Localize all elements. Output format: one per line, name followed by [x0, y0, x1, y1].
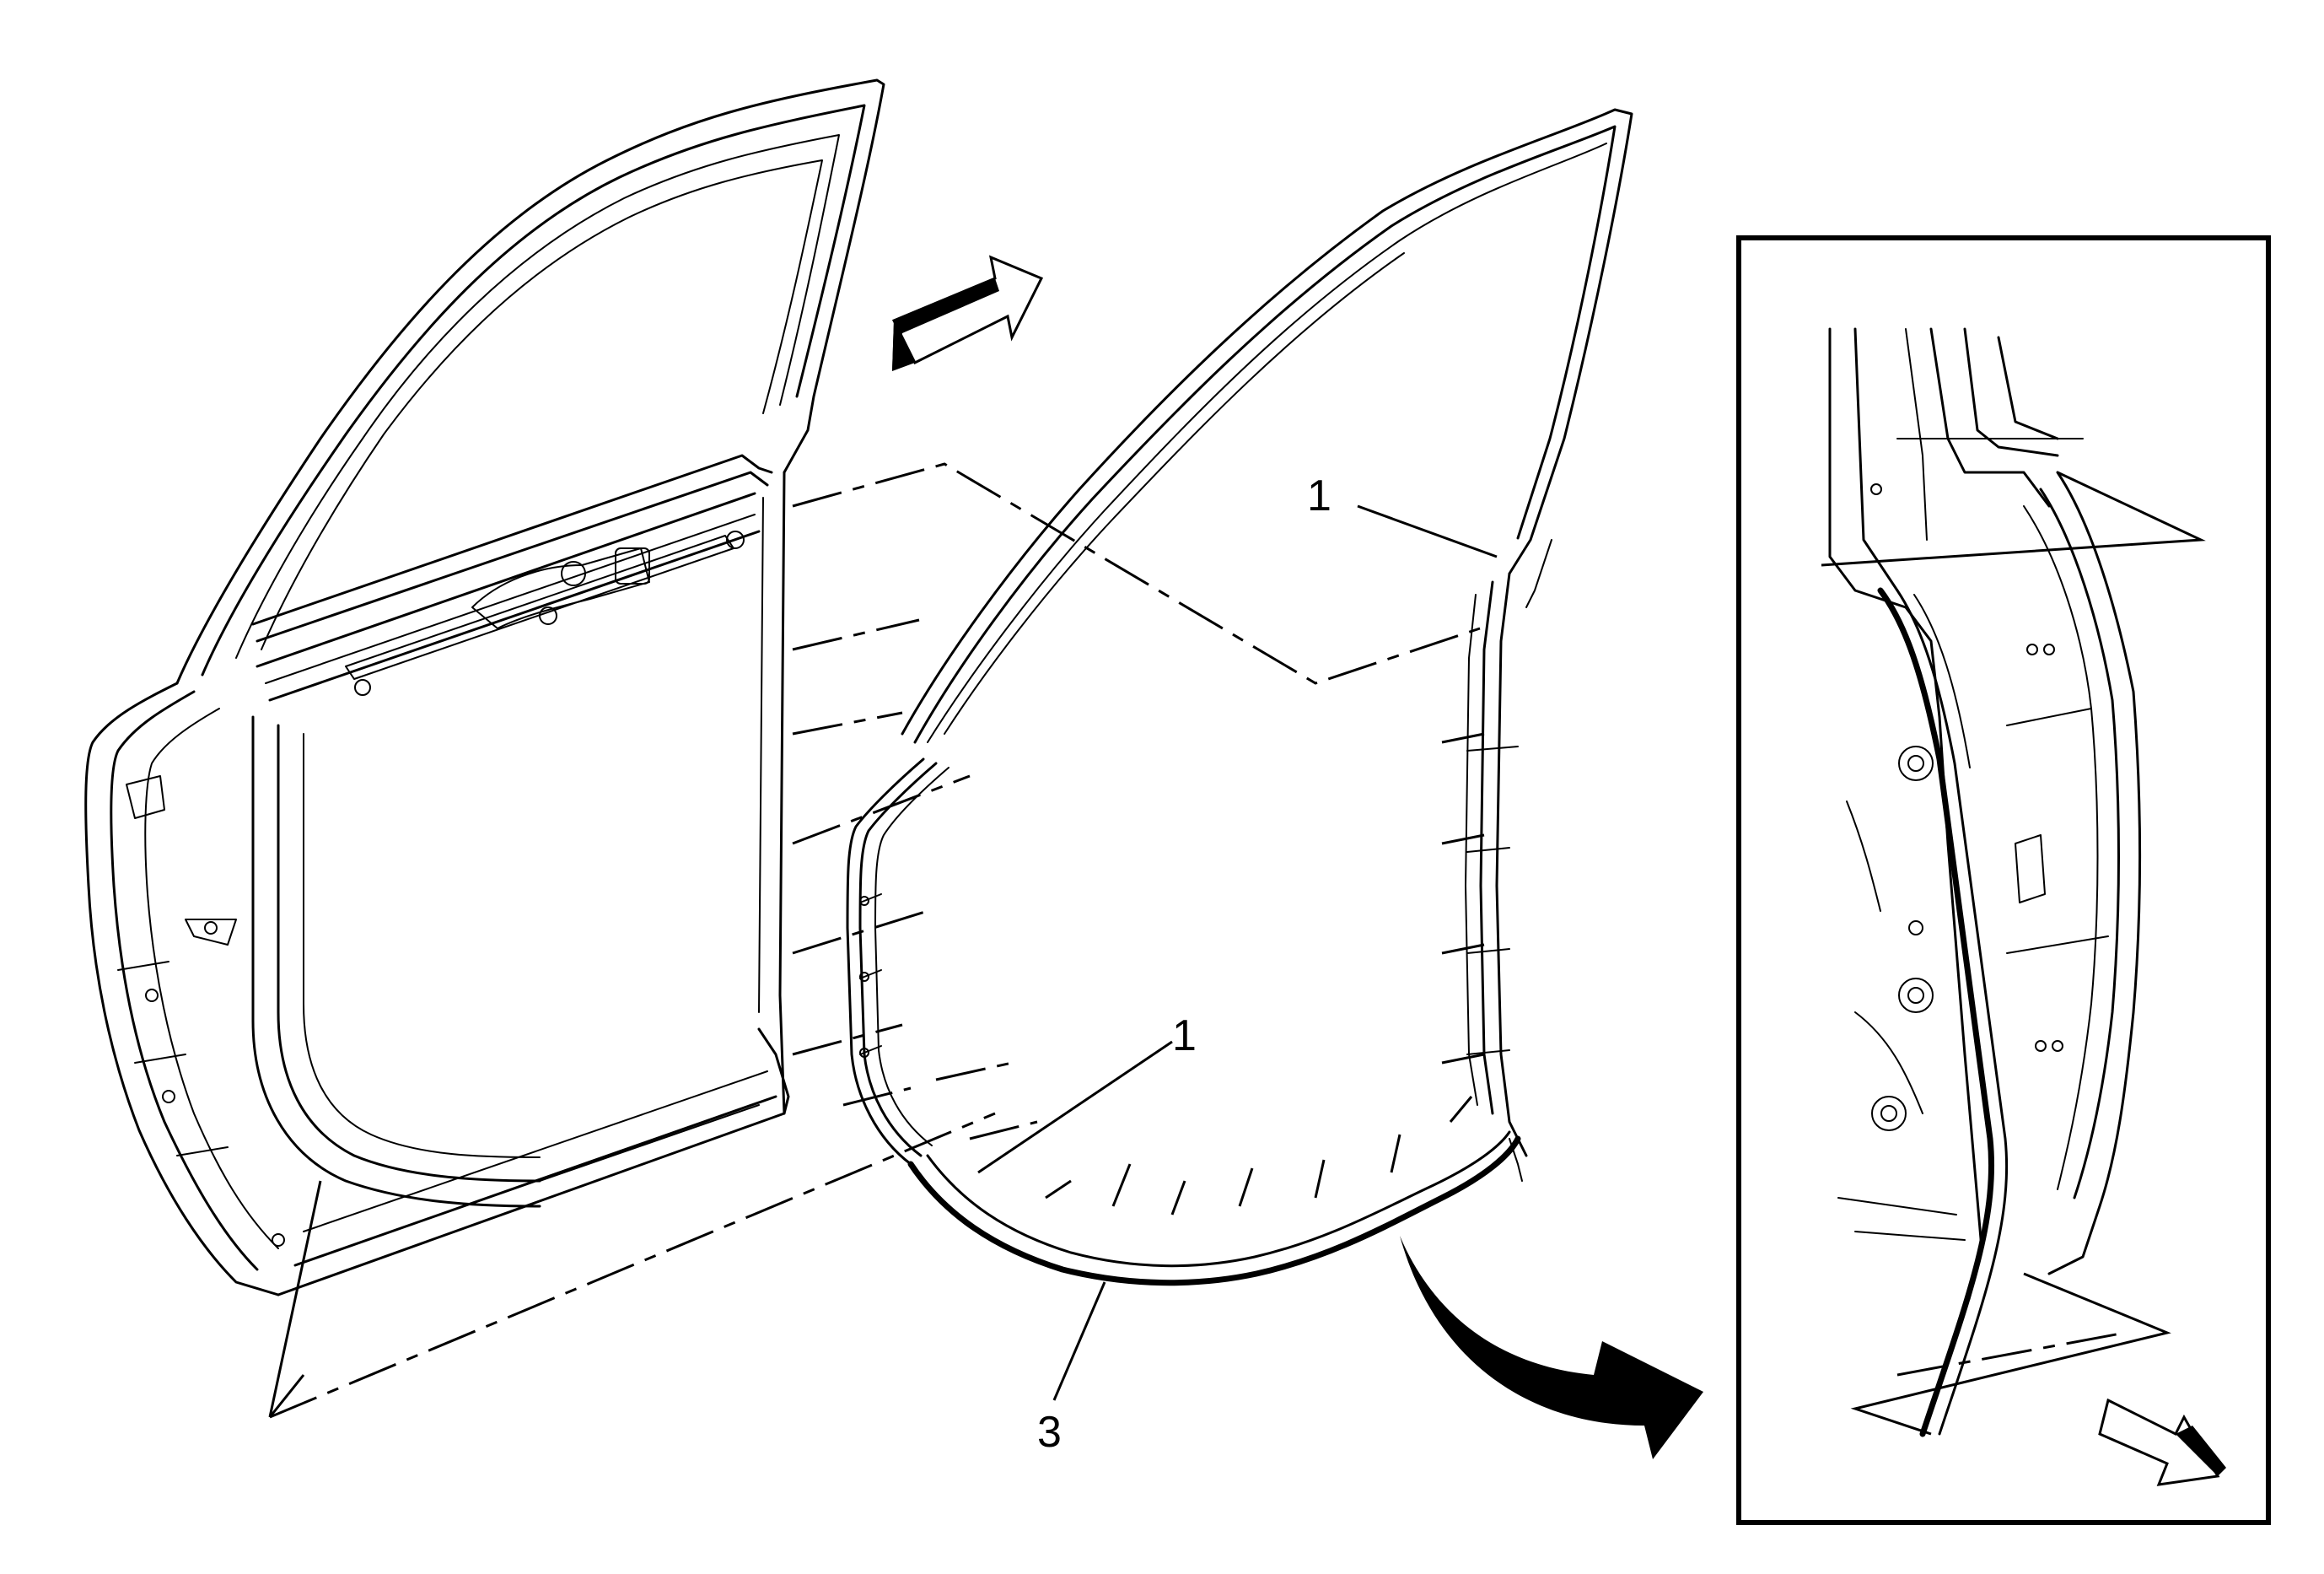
alignment-lines	[269, 462, 1485, 1419]
callout-1-lower: 1	[1172, 1011, 1197, 1060]
detail-arrow-icon	[2098, 1398, 2226, 1486]
door-weatherstrip	[846, 108, 1633, 1286]
door-shell	[84, 78, 885, 1296]
detail-inset	[1736, 235, 2271, 1525]
callout-3: 3	[1037, 1408, 1062, 1457]
callout-1-upper: 1	[1307, 472, 1331, 520]
curved-arrow-icon	[1400, 1236, 1703, 1459]
forward-arrow-icon	[891, 255, 1044, 371]
